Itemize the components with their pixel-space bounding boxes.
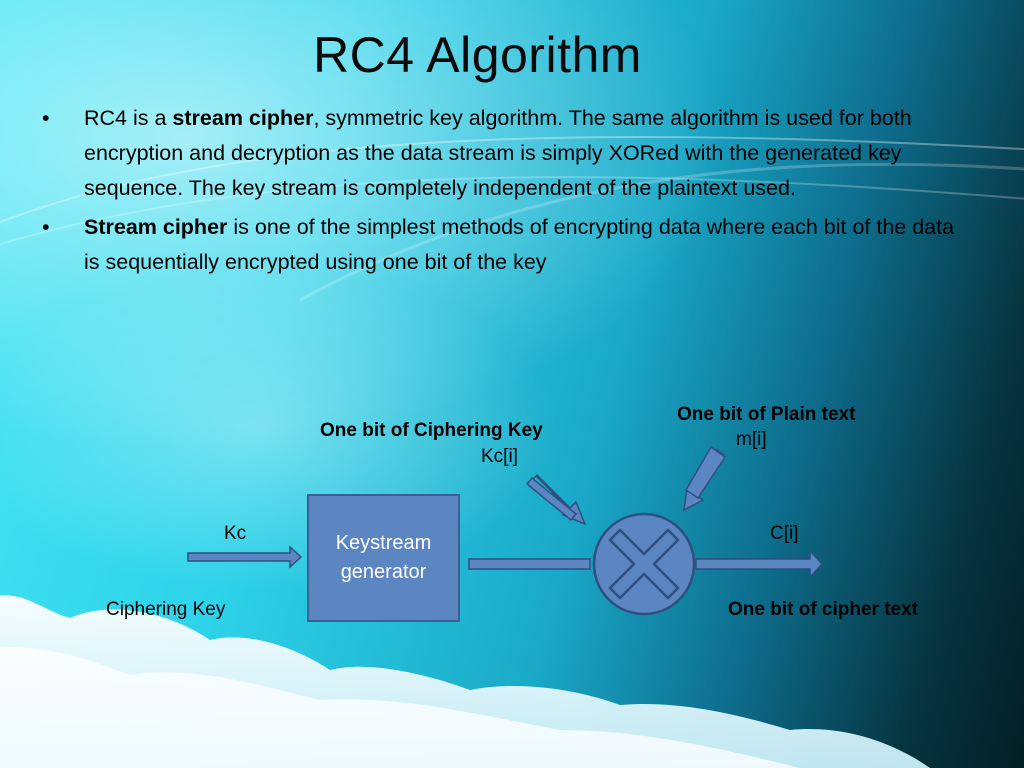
keystream-bit-arrow (525, 473, 587, 526)
ciphertext-symbol: C[i] (770, 523, 799, 544)
plaintext-bit-caption: One bit of Plain text (677, 404, 856, 425)
ciphertext-bit-caption: One bit of cipher text (728, 599, 919, 620)
bullet-marker: • (42, 215, 50, 239)
bullet-marker: • (42, 106, 50, 130)
ciphering-key-caption: Ciphering Key (106, 599, 226, 620)
keystream-bit-symbol: Kc[i] (481, 446, 518, 467)
keystream-bit-caption: One bit of Ciphering Key (320, 420, 543, 441)
bullet-text-bold: Stream cipher (84, 215, 228, 239)
keystream-generator-box: Keystream generator (307, 494, 460, 622)
xor-icon (592, 512, 696, 616)
plaintext-bit-symbol: m[i] (736, 429, 767, 450)
bullet-text-bold: stream cipher (172, 106, 314, 130)
keystream-arrow (468, 558, 591, 570)
slide-title: RC4 Algorithm (313, 27, 642, 83)
bullet-item: • Stream cipher is one of the simplest me… (42, 210, 972, 280)
key-symbol-label: Kc (224, 523, 247, 544)
bullet-text-rest: , symmetric key algorithm. The same algo… (84, 106, 912, 200)
bullet-text-lead: RC4 is a (84, 106, 173, 130)
plaintext-bit-arrow (683, 445, 727, 512)
bullet-text-rest: is one of the simplest methods of encryp… (84, 215, 955, 274)
bullet-item: • RC4 is a stream cipher, symmetric key a… (42, 101, 972, 206)
output-arrow (695, 549, 824, 579)
key-input-arrow (187, 545, 303, 569)
bullet-list: • RC4 is a stream cipher, symmetric key a… (42, 101, 972, 284)
